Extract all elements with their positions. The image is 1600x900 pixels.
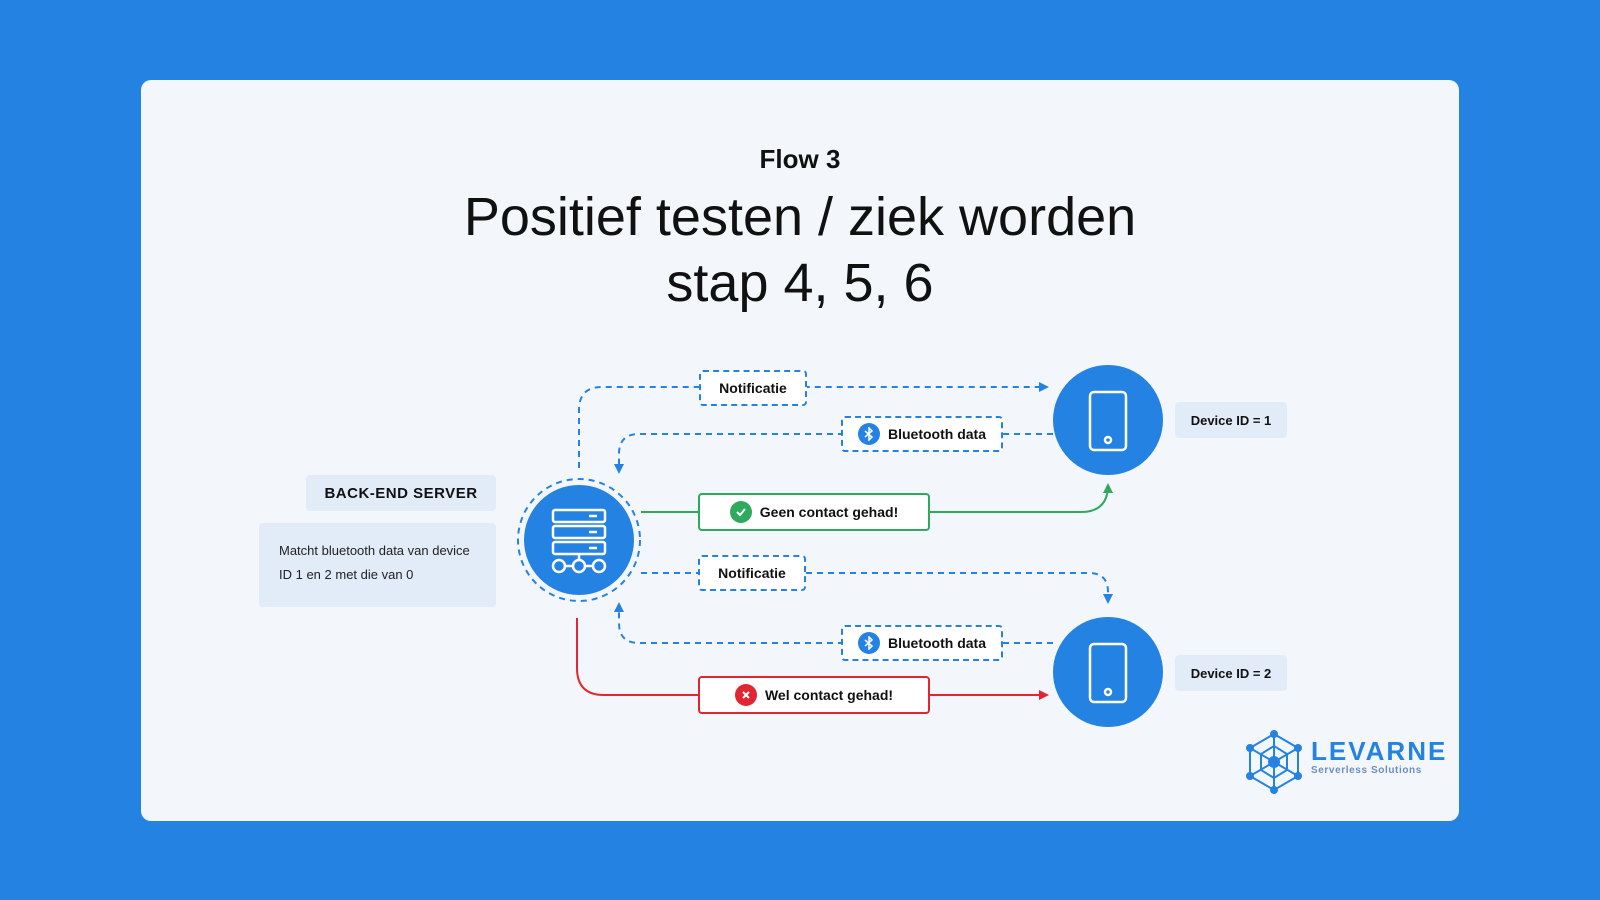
diagram-card: Flow 3 Positief testen / ziek worden sta… xyxy=(141,80,1459,821)
logo-name: LEVARNE xyxy=(1311,736,1448,766)
bluetooth-icon xyxy=(858,423,880,445)
network-hexagon-icon xyxy=(1246,730,1302,794)
bluetooth-box-1: Bluetooth data xyxy=(841,416,1003,452)
server-label: BACK-END SERVER xyxy=(306,475,496,511)
smartphone-icon xyxy=(1088,390,1128,452)
check-circle-icon xyxy=(729,501,752,523)
device-2-label: Device ID = 2 xyxy=(1175,655,1287,691)
connector-no-contact xyxy=(641,483,1113,513)
x-circle-icon xyxy=(734,684,757,706)
page-title: Positief testen / ziek worden stap 4, 5,… xyxy=(141,184,1459,316)
bluetooth-label: Bluetooth data xyxy=(888,426,986,442)
contact-label: Wel contact gehad! xyxy=(764,687,894,703)
bluetooth-icon xyxy=(858,632,880,654)
notification-box-1: Notificatie xyxy=(699,370,807,406)
title-line-1: Positief testen / ziek worden xyxy=(463,187,1137,247)
connector-bluetooth-2 xyxy=(614,602,1053,644)
server-description: Matcht bluetooth data van device ID 1 en… xyxy=(259,523,496,607)
smartphone-icon xyxy=(1088,642,1128,704)
connector-contact xyxy=(576,618,1049,700)
no-contact-label: Geen contact gehad! xyxy=(759,504,899,520)
flow-diagram xyxy=(517,365,1302,794)
flow-label: Flow 3 xyxy=(759,144,841,174)
title-line-2: stap 4, 5, 6 xyxy=(666,253,934,313)
device-1-node xyxy=(1053,365,1163,475)
logo-tagline: Serverless Solutions xyxy=(1311,765,1422,776)
server-node xyxy=(517,478,641,602)
server-network-icon xyxy=(551,508,607,574)
notification-label: Notificatie xyxy=(718,565,786,581)
bluetooth-label: Bluetooth data xyxy=(888,635,986,651)
logo: LEVARNE Serverless Solutions xyxy=(1311,737,1447,777)
device-2-node xyxy=(1053,617,1163,727)
notification-label: Notificatie xyxy=(719,380,787,396)
device-1-label: Device ID = 1 xyxy=(1175,402,1287,438)
no-contact-box: Geen contact gehad! xyxy=(698,493,930,531)
connector-bluetooth-1 xyxy=(614,433,1053,474)
notification-box-2: Notificatie xyxy=(698,555,806,591)
connector-notification-1 xyxy=(578,382,1049,468)
contact-box: Wel contact gehad! xyxy=(698,676,930,714)
bluetooth-box-2: Bluetooth data xyxy=(841,625,1003,661)
connector-notification-2 xyxy=(641,572,1113,604)
